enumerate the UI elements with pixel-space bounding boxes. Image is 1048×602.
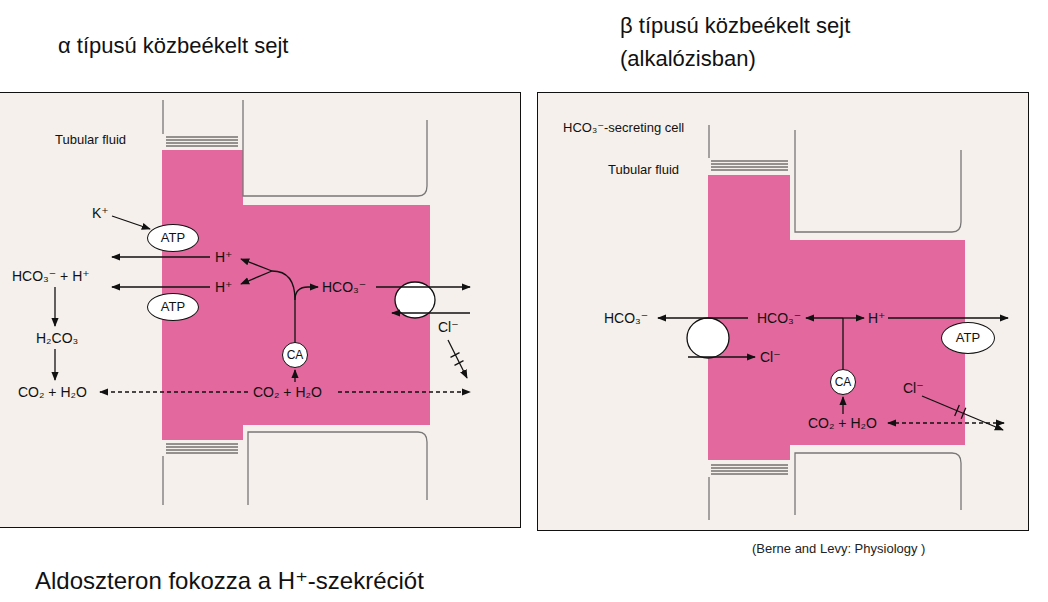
- illustration-part: [54, 287, 55, 326]
- carbonic-anhydrase: CA: [282, 342, 308, 368]
- carbonic-anhydrase: CA: [830, 369, 856, 395]
- ion-label: Cl⁻: [438, 319, 459, 335]
- illustration-part: [112, 286, 210, 287]
- cell-text: CO₂ + H₂O: [253, 384, 322, 400]
- illustration-part: [243, 100, 427, 196]
- ion-label: HCO₃⁻-secreting cell: [563, 120, 684, 136]
- illustration-part: [806, 317, 843, 318]
- ion-label: K⁺: [92, 205, 109, 221]
- source-caption: (Berne and Levy: Physiology ): [752, 541, 925, 557]
- pump-label: ATP: [956, 330, 980, 346]
- illustration-part: [843, 317, 864, 318]
- illustration-part: [842, 397, 843, 414]
- illustration-part: [376, 286, 470, 287]
- illustration-part: [112, 256, 210, 257]
- illustration-part: [248, 432, 427, 505]
- ion-label: HCO₃⁻ + H⁺: [12, 268, 90, 284]
- atp-pump: ATP: [941, 322, 995, 354]
- illustration-part: [795, 130, 961, 232]
- illustration-part: [54, 349, 55, 380]
- cell-body: [708, 175, 965, 460]
- alpha-cell-panel: α típusú közbeékelt sejtH⁺H⁺HCO₃⁻CO₂ + H…: [0, 93, 520, 527]
- illustration-part: [888, 317, 1008, 318]
- cell-text: H⁺: [215, 249, 233, 265]
- ion-label: Tubular fluid: [55, 132, 126, 148]
- illustration-part: [888, 422, 1004, 423]
- cell-text: HCO₃⁻: [322, 279, 366, 295]
- ion-label: CO₂ + H₂O: [18, 384, 87, 400]
- ion-label: Cl⁻: [903, 380, 924, 396]
- ion-label: HCO₃⁻: [604, 310, 648, 326]
- ion-label: Cl⁻: [760, 349, 781, 365]
- illustration-part: [658, 317, 748, 318]
- cell-text: H⁺: [868, 310, 886, 326]
- cell-text: HCO₃⁻: [757, 310, 801, 326]
- atp-pump: ATP: [147, 293, 199, 321]
- panel-heading: β típusú közbeékelt sejt (alkalózisban): [620, 9, 920, 75]
- pump-label: ATP: [161, 299, 185, 315]
- cell-text: H⁺: [215, 279, 233, 295]
- enzyme-label: CA: [835, 374, 852, 390]
- ion-label: Tubular fluid: [608, 162, 679, 178]
- cell-body: [162, 150, 430, 440]
- illustration-part: [795, 453, 961, 515]
- illustration-part: [100, 391, 248, 392]
- ion-label: H₂CO₃: [36, 330, 78, 346]
- alpha-cell-illustration: [0, 93, 520, 527]
- illustration-part: [842, 318, 843, 369]
- panel-heading: α típusú közbeékelt sejt: [58, 29, 458, 62]
- illustration-part: [688, 356, 755, 357]
- atp-pump: ATP: [147, 224, 199, 252]
- pump-label: ATP: [161, 230, 185, 246]
- illustration-part: [294, 370, 295, 382]
- enzyme-label: CA: [287, 347, 304, 363]
- illustration-part: [687, 318, 729, 358]
- illustration-part: [451, 353, 464, 366]
- illustration-part: [112, 216, 150, 229]
- illustration-part: [392, 312, 470, 313]
- illustration-part: [448, 340, 467, 378]
- note-text: Aldoszteron fokozza a H⁺-szekréciót: [35, 566, 424, 596]
- cell-text: CO₂ + H₂O: [808, 415, 877, 431]
